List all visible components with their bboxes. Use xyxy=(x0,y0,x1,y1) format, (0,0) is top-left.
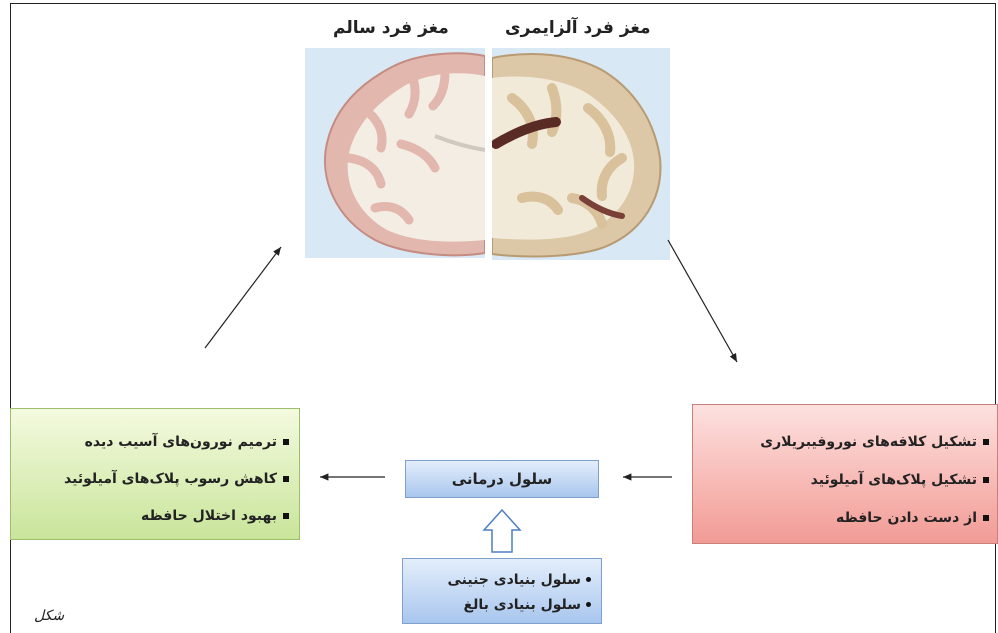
figure-caption-fragment: شکل xyxy=(34,608,65,624)
list-item: سلول بنیادی جنینی xyxy=(409,567,591,592)
bullet-dot-icon xyxy=(586,602,591,607)
bullet-square-icon xyxy=(983,477,989,483)
pathology-box: تشکیل کلافه‌های نوروفیبریلاری تشکیل پلاک… xyxy=(692,404,998,544)
bullet-square-icon xyxy=(283,438,289,445)
healthy-brain-drawing xyxy=(324,52,485,257)
list-item: تشکیل کلافه‌های نوروفیبریلاری xyxy=(697,423,989,461)
list-item: تشکیل پلاک‌های آمیلوئید xyxy=(697,461,989,499)
list-item: کاهش رسوب پلاک‌های آمیلوئید xyxy=(19,460,289,497)
bullet-square-icon xyxy=(283,475,289,482)
outcome-box: ترمیم نورون‌های آسیب دیده کاهش رسوب پلاک… xyxy=(10,408,300,540)
alzheimer-brain-image xyxy=(492,48,670,260)
figure-frame xyxy=(10,3,996,633)
alzheimer-brain-drawing xyxy=(492,53,662,258)
bullet-square-icon xyxy=(983,515,989,521)
list-item: سلول بنیادی بالغ xyxy=(409,592,591,617)
bullet-square-icon xyxy=(983,439,989,445)
bullet-square-icon xyxy=(283,512,289,519)
cell-therapy-label: سلول درمانی xyxy=(451,470,553,488)
stem-cells-box: سلول بنیادی جنینی سلول بنیادی بالغ xyxy=(402,558,602,624)
bullet-dot-icon xyxy=(586,577,591,582)
cell-therapy-box: سلول درمانی xyxy=(405,460,599,498)
healthy-brain-title: مغز فرد سالم xyxy=(333,18,449,38)
list-item: بهبود اختلال حافظه xyxy=(19,497,289,534)
list-item: ترمیم نورون‌های آسیب دیده xyxy=(19,423,289,460)
list-item: از دست دادن حافظه xyxy=(697,499,989,537)
healthy-brain-image xyxy=(305,48,485,258)
alzheimer-brain-title: مغز فرد آلزایمری xyxy=(505,18,651,38)
